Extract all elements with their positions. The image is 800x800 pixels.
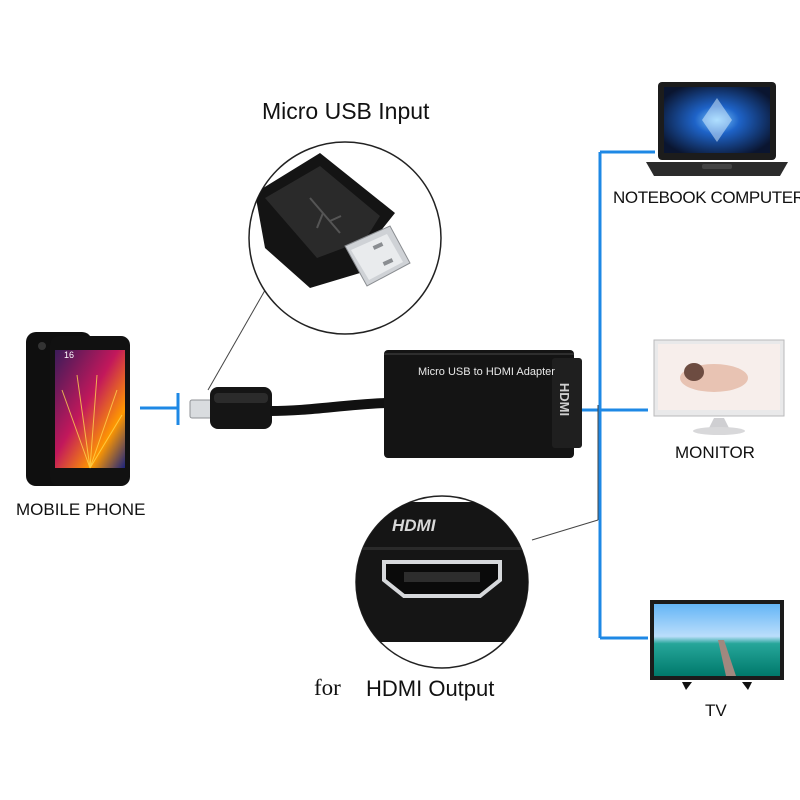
monitor-image: [653, 339, 785, 435]
notebook-computer-image: [646, 82, 788, 176]
port-logo-text: HDMI: [392, 516, 436, 535]
hdmi-output-label: HDMI Output: [366, 676, 495, 701]
notebook-computer-label: NOTEBOOK COMPUTER: [613, 188, 800, 207]
for-label: for: [314, 675, 341, 700]
tv-image: [650, 600, 784, 690]
phone-clock-text: 16: [64, 350, 75, 360]
mobile-phone-label: MOBILE PHONE: [16, 500, 146, 519]
micro-usb-input-label: Micro USB Input: [262, 98, 430, 124]
hdmi-port-closeup: [355, 495, 529, 669]
micro-usb-closeup: [248, 141, 442, 335]
tv-label: TV: [705, 701, 727, 720]
mobile-phone-image: [26, 332, 130, 486]
usb-cable-image: [189, 387, 386, 429]
adapter-side-logo: HDMI: [557, 382, 573, 417]
adapter-print-label: Micro USB to HDMI Adapter: [418, 366, 555, 378]
adapter-body-image: [384, 350, 582, 458]
monitor-label: MONITOR: [675, 443, 755, 462]
